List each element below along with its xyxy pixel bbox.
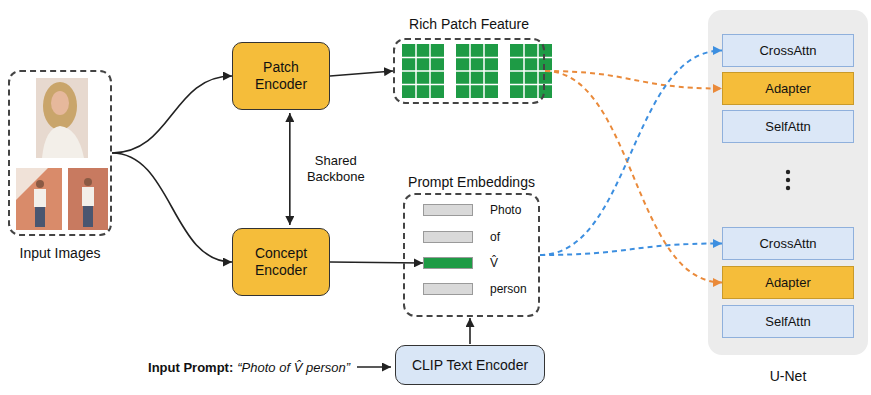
encoder-box: Concept Encoder	[232, 228, 330, 296]
patch-grid	[456, 44, 498, 98]
ellipsis-dot	[786, 170, 790, 174]
flow-arrow	[112, 76, 232, 153]
photo-ground	[36, 78, 88, 158]
face	[51, 91, 69, 115]
prompt-holder: Input Prompt: “Photo of V̂ person”	[148, 358, 350, 377]
feature-injection-arrow	[540, 51, 722, 256]
embedding-bar	[423, 283, 473, 295]
flow-arrow	[330, 71, 393, 76]
flow-arrow	[289, 113, 291, 225]
ellipsis-dot	[786, 178, 790, 182]
clothing	[34, 189, 46, 207]
embedding-row: Photo	[423, 203, 521, 217]
legs	[83, 206, 93, 227]
attention-block: CrossAttn	[722, 227, 854, 260]
box-label: SelfAttn	[765, 119, 811, 135]
standing-photo	[68, 168, 108, 230]
photo-ground	[16, 168, 62, 230]
standing-photo	[16, 168, 62, 230]
group-heading: U-Net	[708, 368, 868, 384]
attention-block: SelfAttn	[722, 110, 854, 143]
box-label: Adapter	[765, 81, 811, 97]
token-label: of	[490, 230, 500, 244]
group-heading: Input Images	[10, 245, 110, 261]
edge-label: Shared Backbone	[300, 153, 372, 184]
clothing	[82, 187, 94, 206]
feature-injection-arrow	[540, 244, 722, 256]
embedding-bar	[423, 231, 473, 243]
feature-injection-arrow	[545, 71, 722, 89]
photo-ground	[68, 168, 108, 230]
group-heading: Rich Patch Feature	[395, 16, 543, 32]
embedding-row: V̂	[423, 256, 498, 270]
flow-arrow	[469, 318, 471, 344]
legs	[35, 207, 45, 227]
encoder-box: Patch Encoder	[232, 42, 330, 110]
box-label: CrossAttn	[759, 43, 816, 59]
adapter-block: Adapter	[722, 266, 854, 299]
box-label: CrossAttn	[759, 236, 816, 252]
text-encoder-box: CLIP Text Encoder	[395, 345, 545, 385]
head	[84, 178, 92, 186]
clothing	[42, 126, 84, 158]
token-label: V̂	[490, 256, 498, 270]
embedding-bar	[423, 204, 473, 216]
edge-label-holder: Shared Backbone	[300, 153, 372, 184]
image-group: Input Images	[8, 70, 112, 236]
embedding-bar	[423, 257, 473, 269]
box-label: Adapter	[765, 275, 811, 291]
input-arrow	[357, 366, 391, 368]
adapter-block: Adapter	[722, 72, 854, 105]
unet-panel-fill	[708, 10, 868, 355]
embedding-row: of	[423, 230, 500, 244]
group-heading: Prompt Embeddings	[405, 174, 538, 190]
embedding-group: PhotoofV̂personPrompt Embeddings	[403, 193, 540, 317]
embedding-row: person	[423, 282, 527, 296]
attention-block: CrossAttn	[722, 34, 854, 67]
prompt-text: “Photo of V̂ person”	[237, 360, 350, 375]
hair	[43, 82, 77, 130]
flow-arrow	[112, 153, 232, 262]
head	[36, 180, 44, 188]
prompt-caption: Input Prompt:	[148, 360, 233, 375]
token-label: Photo	[490, 203, 521, 217]
attention-block: SelfAttn	[722, 305, 854, 338]
box-label: Patch Encoder	[240, 59, 322, 93]
flow-arrow	[330, 262, 423, 263]
patch-grid	[402, 44, 444, 98]
box-label: SelfAttn	[765, 314, 811, 330]
feature-injection-arrow	[545, 71, 722, 283]
box-label: Concept Encoder	[240, 245, 322, 279]
feature-group: Rich Patch Feature	[393, 38, 545, 104]
ellipsis-dot	[786, 186, 790, 190]
token-label: person	[490, 282, 527, 296]
portrait-photo	[36, 78, 88, 158]
unet-panel: CrossAttnAdapterSelfAttnCrossAttnAdapter…	[708, 10, 868, 355]
box-label: CLIP Text Encoder	[412, 357, 528, 374]
